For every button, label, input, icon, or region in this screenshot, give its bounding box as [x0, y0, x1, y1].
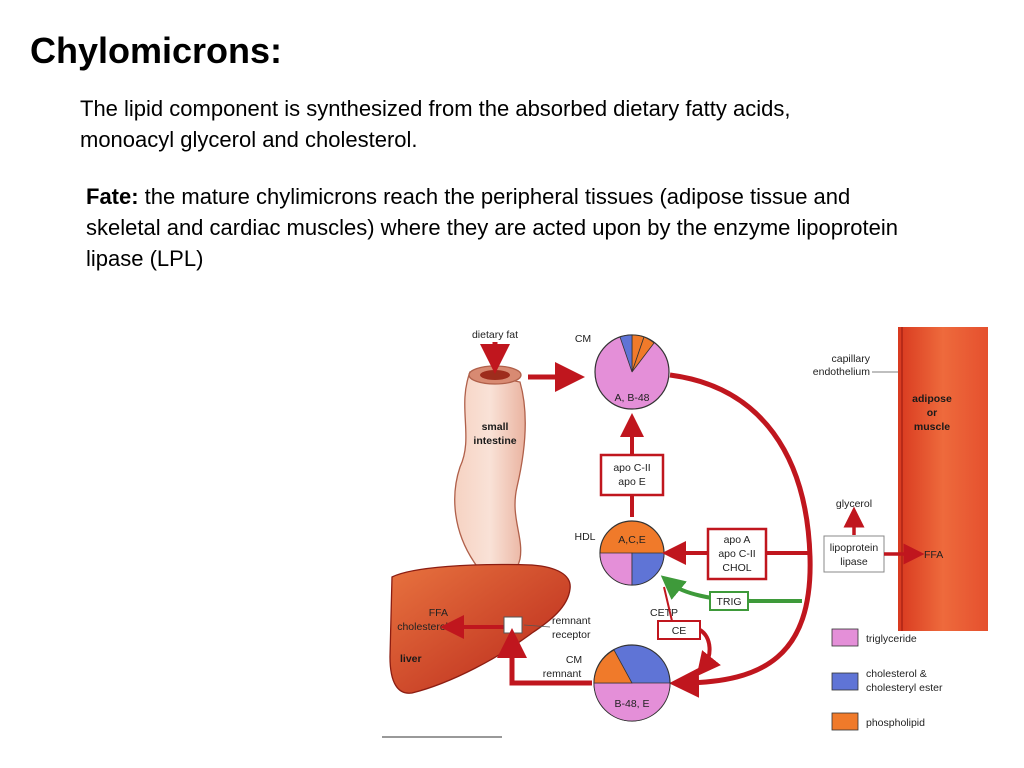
- tissue-label-or: or: [927, 407, 938, 419]
- slide-title: Chylomicrons:: [30, 30, 283, 71]
- trig-label: TRIG: [716, 596, 741, 608]
- liver-label: liver: [400, 653, 422, 665]
- cetp-label: CETP: [650, 607, 678, 619]
- small-intestine-label-1: small: [482, 421, 509, 433]
- apo-a-label: apo A: [724, 534, 751, 546]
- glycerol-label: glycerol: [836, 498, 872, 510]
- cm-remnant-apo-label: B-48, E: [614, 698, 649, 710]
- apo-e-label: apo E: [618, 476, 645, 488]
- small-intestine-label-2: intestine: [473, 435, 516, 447]
- legend-label-phospholipid: phospholipid: [866, 717, 925, 729]
- chol-label: CHOL: [722, 562, 751, 574]
- trig-box: TRIG: [709, 591, 749, 611]
- legend: triglyceride cholesterol & cholesteryl e…: [831, 628, 943, 731]
- chylomicron-metabolism-diagram: adipose or muscle capillary endothelium …: [382, 327, 988, 738]
- liver-cholesterol-label: cholesterol: [397, 621, 448, 633]
- remnant-label: remnant: [552, 615, 591, 627]
- legend-label-cholesterol: cholesterol &: [866, 668, 927, 680]
- legend-swatch-phospholipid: [831, 712, 859, 731]
- hdl-apo-label: A,C,E: [618, 534, 645, 546]
- tissue-label-muscle: muscle: [914, 421, 950, 433]
- apo-c2-chol-label: apo C-II: [718, 548, 755, 560]
- legend-swatch-triglyceride: [831, 628, 859, 647]
- apo-c2-e-box: apo C-II apo E: [599, 453, 665, 497]
- hdl-pie: A,C,E: [599, 520, 665, 586]
- cm-label: CM: [575, 333, 591, 345]
- fate-label: Fate:: [86, 184, 139, 209]
- lipoprotein-lipase-box: lipoprotein lipase: [823, 535, 885, 573]
- cm-remnant-label-1: CM: [566, 654, 582, 666]
- tissue-label-adipose: adipose: [912, 393, 952, 405]
- capillary-label: capillary: [831, 353, 870, 365]
- ce-label: CE: [672, 625, 687, 637]
- chylomicron-pie: A, B-48: [594, 334, 670, 410]
- hdl-label: HDL: [574, 531, 595, 543]
- small-intestine: small intestine: [454, 365, 526, 579]
- lipase-label: lipase: [840, 556, 868, 568]
- ce-box: CE: [657, 620, 701, 640]
- legend-swatch-cholesterol: [831, 672, 859, 691]
- endothelium-label: endothelium: [813, 366, 870, 378]
- legend-label-cholesteryl-ester: cholesteryl ester: [866, 682, 943, 694]
- paragraph-synthesis: The lipid component is synthesized from …: [80, 96, 791, 152]
- paragraph-fate: Fate: the mature chylimicrons reach the …: [86, 181, 926, 274]
- legend-label-triglyceride: triglyceride: [866, 633, 917, 645]
- dietary-fat-label: dietary fat: [472, 329, 518, 341]
- lipoprotein-label: lipoprotein: [830, 542, 879, 554]
- adipose-muscle-tissue: adipose or muscle: [898, 327, 988, 631]
- apo-a-box: apo A apo C-II CHOL: [706, 527, 768, 581]
- cm-remnant-pie: B-48, E: [593, 644, 671, 722]
- apo-c2-label: apo C-II: [613, 462, 650, 474]
- ffa-tissue-label: FFA: [924, 549, 943, 561]
- receptor-label: receptor: [552, 629, 591, 641]
- cm-remnant-label-2: remnant: [543, 668, 582, 680]
- liver-ffa-label: FFA: [429, 607, 448, 619]
- fate-text: the mature chylimicrons reach the periph…: [86, 184, 899, 271]
- cm-apo-label: A, B-48: [614, 392, 649, 404]
